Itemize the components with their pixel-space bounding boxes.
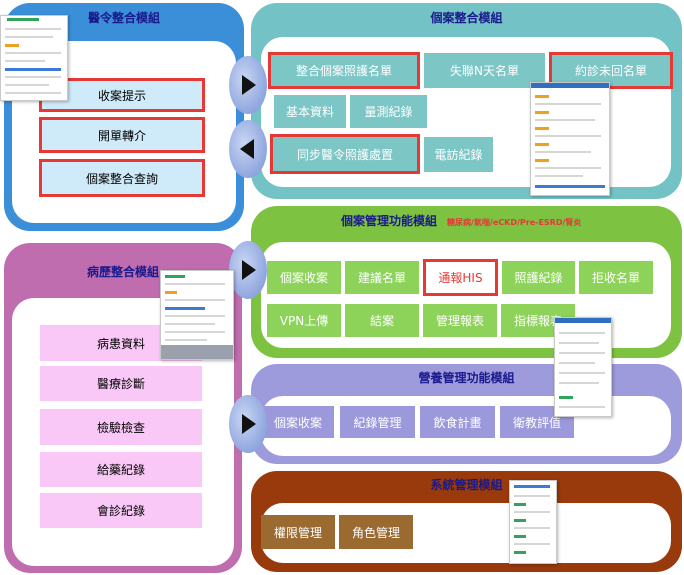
screenshot-thumbnail <box>530 82 610 196</box>
medical-diagnosis-button[interactable]: 醫療診斷 <box>40 366 202 401</box>
case-enroll-button[interactable]: 個案收案 <box>267 261 341 294</box>
close-case-button[interactable]: 結案 <box>345 304 419 337</box>
report-his-button[interactable]: 通報HIS <box>423 259 498 296</box>
case-management-title: 個案管理功能模組 <box>341 214 438 228</box>
case-integrated-query-button[interactable]: 個案整合查詢 <box>39 159 205 197</box>
screenshot-thumbnail <box>554 317 612 417</box>
arrow-right-icon <box>229 241 267 299</box>
management-report-button[interactable]: 管理報表 <box>423 304 497 337</box>
diet-plan-button[interactable]: 飲食計畫 <box>420 406 495 438</box>
phone-visit-record-button[interactable]: 電訪紀錄 <box>424 137 493 172</box>
screenshot-thumbnail <box>160 270 234 360</box>
screenshot-thumbnail <box>509 480 557 564</box>
permission-management-button[interactable]: 權限管理 <box>261 515 335 549</box>
arrow-right-icon <box>229 56 267 114</box>
case-management-subtitle: 糖尿病/氣喘/eCKD/Pre-ESRD/腎炎 <box>447 218 582 227</box>
order-referral-button[interactable]: 開單轉介 <box>39 117 205 153</box>
record-management-button[interactable]: 紀錄管理 <box>340 406 415 438</box>
missed-appointment-list-button[interactable]: 約診未回名單 <box>549 52 673 89</box>
suggested-list-button[interactable]: 建議名單 <box>345 261 419 294</box>
nutrition-case-enroll-button[interactable]: 個案收案 <box>262 406 334 438</box>
measurement-record-button[interactable]: 量測紀錄 <box>350 95 427 128</box>
system-title: 系統管理模組 <box>430 478 503 492</box>
arrow-left-icon <box>229 120 267 178</box>
rejection-list-button[interactable]: 拒收名單 <box>579 261 653 294</box>
consultation-record-button[interactable]: 會診紀錄 <box>40 493 202 528</box>
sync-order-care-button[interactable]: 同步醫令照護處置 <box>270 134 420 174</box>
case-integration-title: 個案整合模組 <box>430 11 503 25</box>
medical-history-title: 病歷整合模組 <box>86 265 159 279</box>
screenshot-thumbnail <box>0 15 68 101</box>
medication-record-button[interactable]: 給藥紀錄 <box>40 452 202 487</box>
basic-info-button[interactable]: 基本資料 <box>274 95 346 128</box>
arrow-right-icon <box>229 395 267 453</box>
system-panel: 系統管理模組 <box>251 471 682 572</box>
vpn-upload-button[interactable]: VPN上傳 <box>267 304 341 337</box>
lost-contact-list-button[interactable]: 失聯N天名單 <box>424 53 545 88</box>
integrated-case-care-list-button[interactable]: 整合個案照護名單 <box>268 52 420 89</box>
lab-exam-button[interactable]: 檢驗檢查 <box>40 409 202 445</box>
care-record-button[interactable]: 照護紀錄 <box>502 261 575 294</box>
role-management-button[interactable]: 角色管理 <box>339 515 413 549</box>
nutrition-title: 營養管理功能模組 <box>418 371 515 385</box>
medical-order-title: 醫令整合模組 <box>87 11 160 25</box>
